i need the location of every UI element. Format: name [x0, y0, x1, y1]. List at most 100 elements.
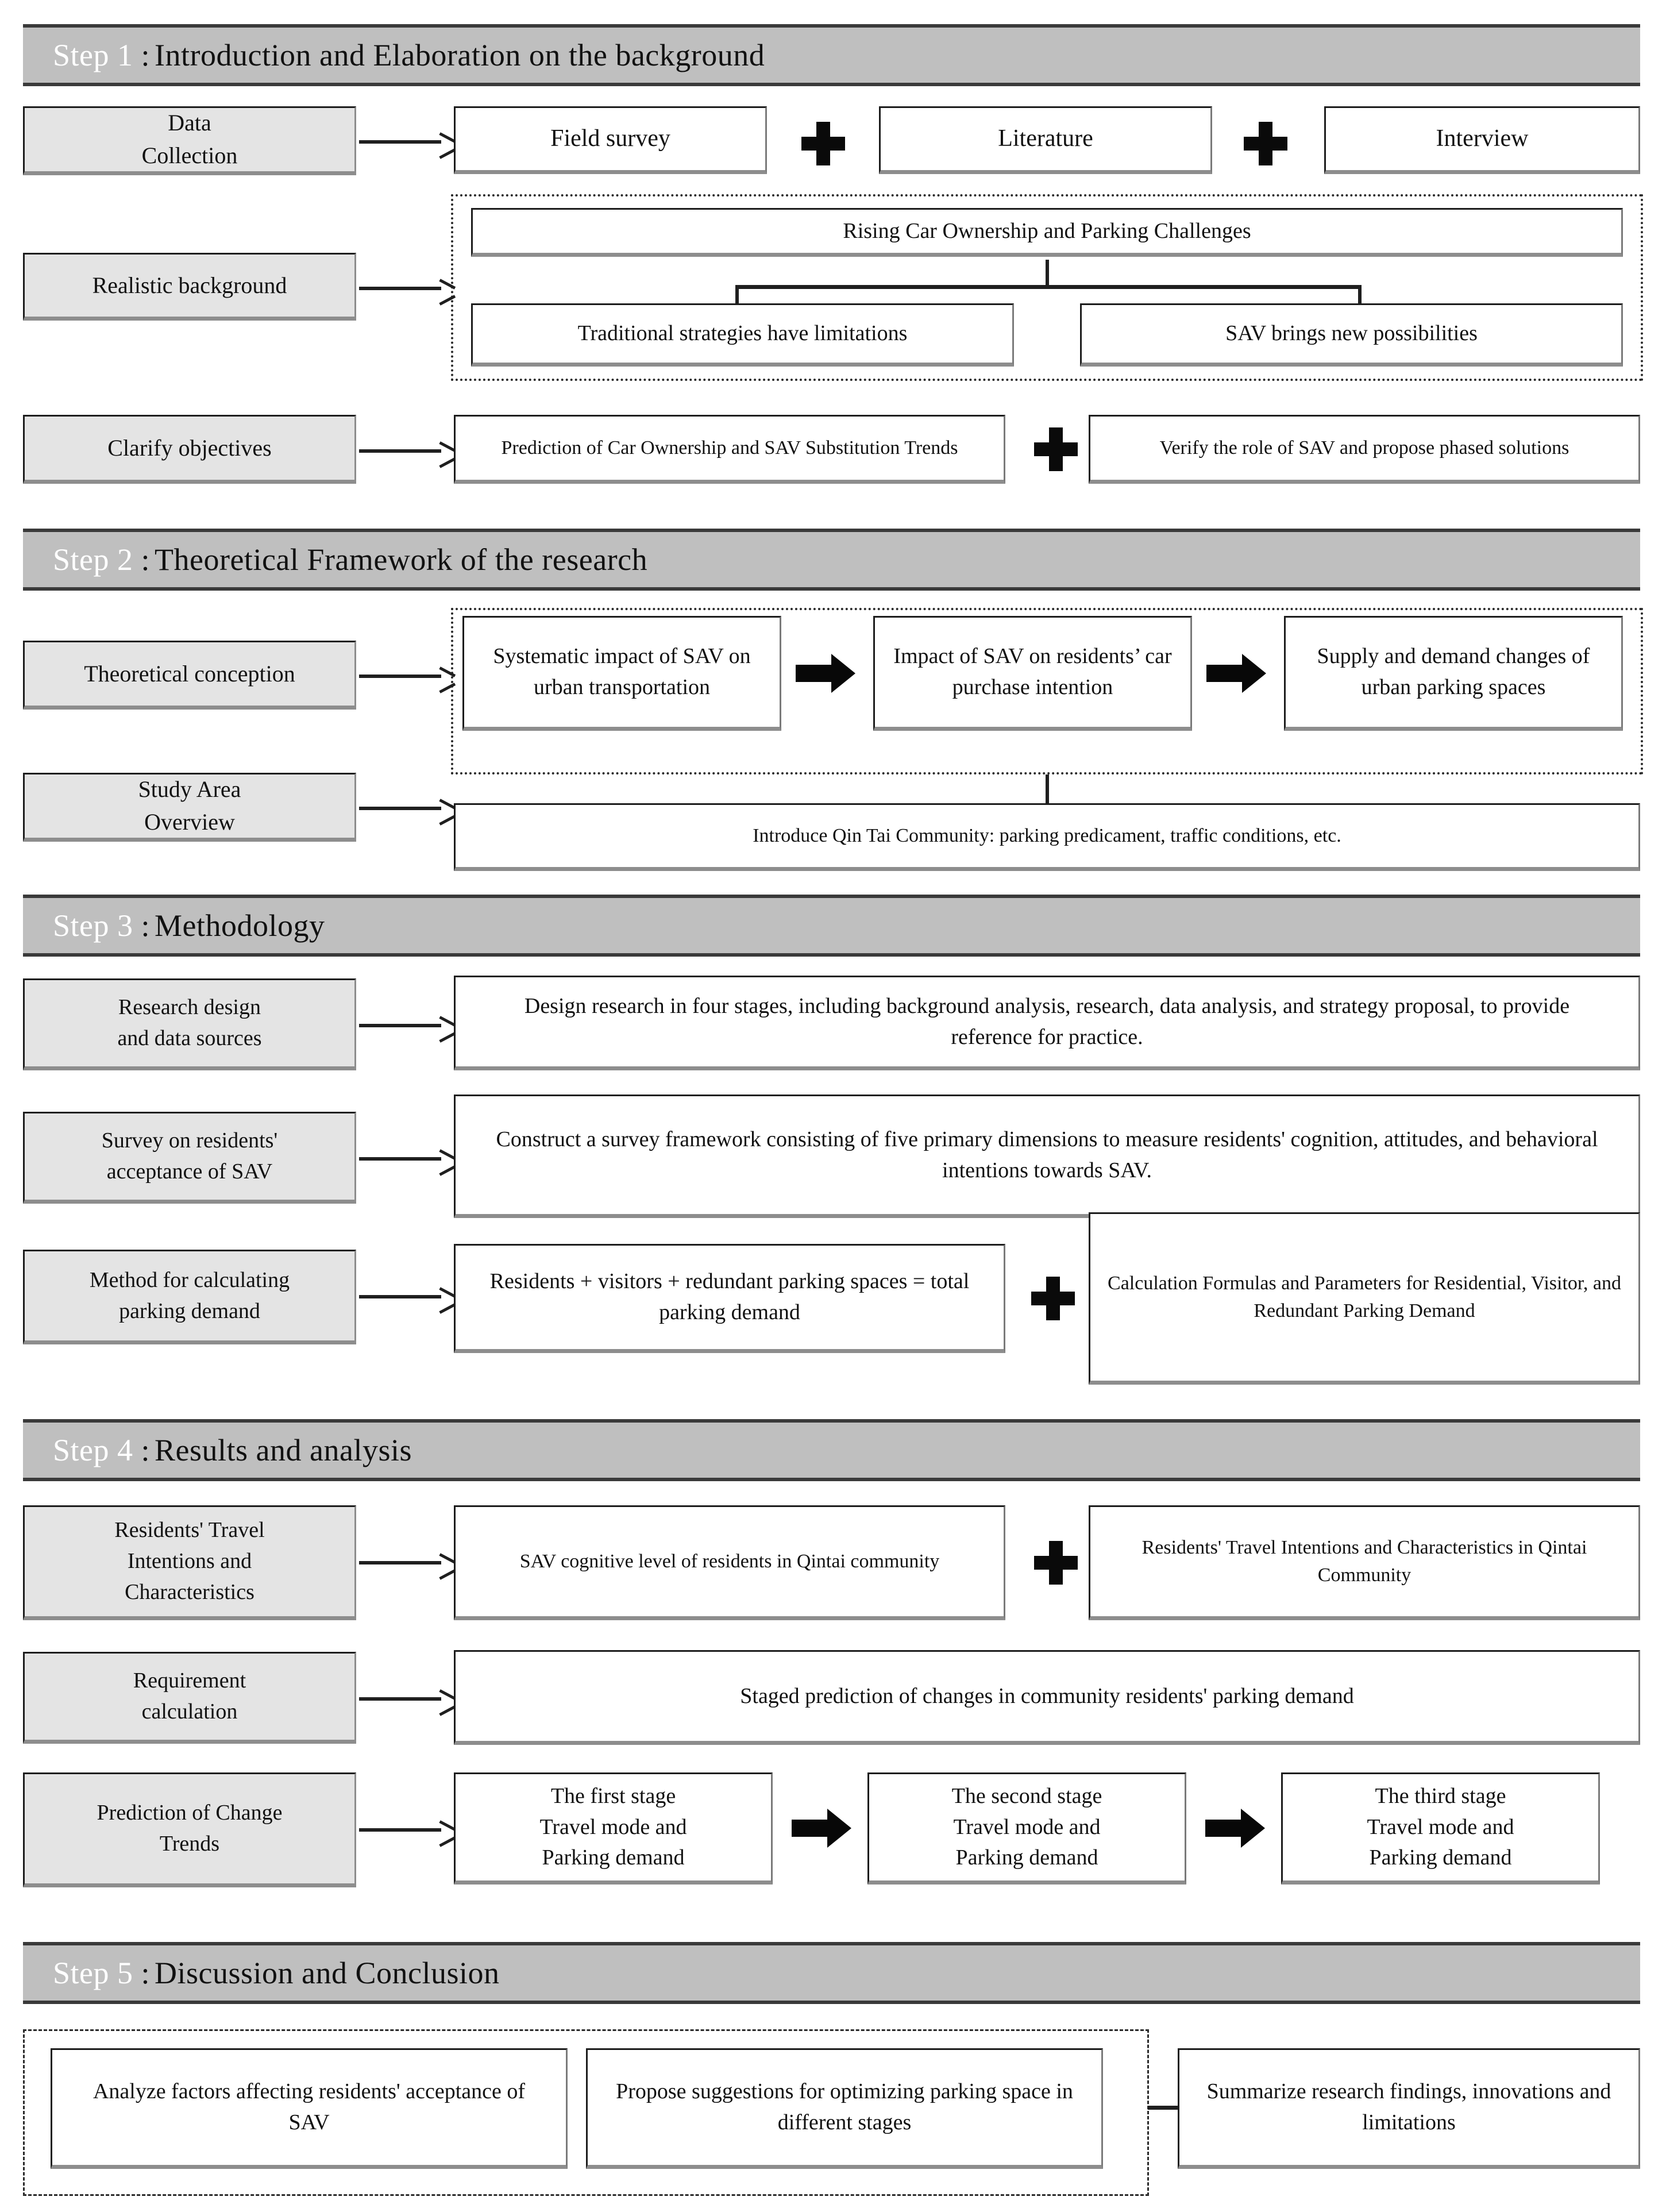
step-1-header: Step 1 : Introduction and Elaboration on… — [23, 24, 1640, 86]
box-stage-2-line1: The second stage — [951, 1783, 1102, 1808]
box-prediction-trends: Prediction of Car Ownership and SAV Subs… — [454, 415, 1005, 484]
box-staged-prediction: Staged prediction of changes in communit… — [454, 1650, 1640, 1745]
step-3-title: Methodology — [155, 908, 325, 943]
box-stage-3-line3: Parking demand — [1369, 1845, 1512, 1870]
step-2-header: Step 2 : Theoretical Framework of the re… — [23, 529, 1640, 591]
box-design-four-stages-text: Design research in four stages, includin… — [524, 993, 1570, 1049]
label-clarify-objectives-text: Clarify objectives — [107, 434, 272, 461]
step-3-header: Step 3 : Methodology — [23, 895, 1640, 957]
connector-rb-cross — [735, 285, 1362, 289]
step-4-separator: : — [141, 1433, 151, 1467]
bold-arrow-icon-1 — [796, 654, 855, 693]
box-analyze-factors: Analyze factors affecting residents' acc… — [51, 2048, 568, 2169]
box-stage-2-line2: Travel mode and — [953, 1814, 1101, 1839]
arrow-data-collection — [359, 133, 454, 151]
label-research-design: Research design and data sources — [23, 978, 356, 1070]
step-4-title: Results and analysis — [155, 1433, 412, 1467]
box-travel-intentions-qintai: Residents' Travel Intentions and Charact… — [1089, 1505, 1640, 1620]
connector-step5-link — [1148, 2106, 1182, 2110]
box-field-survey-text: Field survey — [550, 125, 670, 152]
box-stage-3-line1: The third stage — [1375, 1783, 1506, 1808]
box-total-parking-demand-text: Residents + visitors + redundant parking… — [489, 1269, 970, 1324]
box-survey-framework: Construct a survey framework consisting … — [454, 1095, 1640, 1218]
box-sav-cognitive-level-text: SAV cognitive level of residents in Qint… — [519, 1550, 940, 1572]
arrow-clarify-objectives — [359, 442, 454, 460]
box-qin-tai-community-text: Introduce Qin Tai Community: parking pre… — [753, 824, 1341, 846]
box-sav-possibilities-text: SAV brings new possibilities — [1225, 321, 1478, 346]
label-residents-travel-intentions: Residents' Travel Intentions and Charact… — [23, 1505, 356, 1620]
arrow-survey-acceptance — [359, 1150, 454, 1167]
box-verify-role-sav-text: Verify the role of SAV and propose phase… — [1159, 437, 1569, 458]
step-5-header: Step 5 : Discussion and Conclusion — [23, 1942, 1640, 2004]
label-data-collection-line1: Data — [168, 110, 211, 136]
box-systematic-impact: Systematic impact of SAV on urban transp… — [462, 616, 781, 731]
arrow-realistic-background — [359, 280, 454, 297]
plus-icon-5 — [1034, 1541, 1078, 1585]
box-sav-possibilities: SAV brings new possibilities — [1080, 303, 1623, 367]
box-sav-cognitive-level: SAV cognitive level of residents in Qint… — [454, 1505, 1005, 1620]
step-5-separator: : — [141, 1956, 151, 1990]
step-2-title: Theoretical Framework of the research — [155, 542, 648, 577]
arrow-prediction-change-trends — [359, 1821, 454, 1839]
group-discussion-conclusion — [23, 2029, 1149, 2196]
connector-rb-left — [735, 285, 739, 306]
box-travel-intentions-qintai-text: Residents' Travel Intentions and Charact… — [1141, 1536, 1587, 1586]
label-residents-travel-line2: Intentions and — [127, 1549, 252, 1574]
connector-step2-stem — [1046, 774, 1049, 806]
box-literature: Literature — [879, 106, 1212, 174]
label-method-parking-demand: Method for calculating parking demand — [23, 1250, 356, 1344]
bold-arrow-icon-4 — [1205, 1809, 1265, 1848]
step-1-separator: : — [141, 38, 151, 72]
label-prediction-change-trends: Prediction of Change Trends — [23, 1772, 356, 1887]
box-staged-prediction-text: Staged prediction of changes in communit… — [740, 1683, 1354, 1708]
box-stage-1-line3: Parking demand — [542, 1845, 685, 1870]
box-prediction-trends-text: Prediction of Car Ownership and SAV Subs… — [501, 437, 958, 458]
step-5-title: Discussion and Conclusion — [155, 1956, 500, 1990]
box-summarize-findings: Summarize research findings, innovations… — [1178, 2048, 1640, 2169]
label-method-parking-line2: parking demand — [119, 1298, 260, 1323]
arrow-research-design — [359, 1017, 454, 1034]
box-calculation-formulas: Calculation Formulas and Parameters for … — [1089, 1212, 1640, 1385]
box-design-four-stages: Design research in four stages, includin… — [454, 976, 1640, 1070]
label-theoretical-conception-text: Theoretical conception — [84, 660, 295, 687]
box-qin-tai-community: Introduce Qin Tai Community: parking pre… — [454, 803, 1640, 871]
label-data-collection-line2: Collection — [141, 142, 238, 168]
box-stage-2: The second stage Travel mode and Parking… — [867, 1772, 1186, 1885]
step-1-number: Step 1 — [53, 38, 133, 72]
label-requirement-calculation: Requirement calculation — [23, 1652, 356, 1744]
box-interview-text: Interview — [1436, 125, 1529, 152]
plus-icon-4 — [1031, 1277, 1075, 1320]
box-impact-purchase-intention: Impact of SAV on residents’ car purchase… — [873, 616, 1192, 731]
label-clarify-objectives: Clarify objectives — [23, 415, 356, 484]
label-study-area-line1: Study Area — [138, 776, 241, 803]
label-research-design-line1: Research design — [118, 995, 261, 1020]
box-interview: Interview — [1324, 106, 1640, 174]
step-2-number: Step 2 — [53, 542, 133, 577]
connector-rb-stem — [1046, 260, 1049, 287]
box-stage-1: The first stage Travel mode and Parking … — [454, 1772, 773, 1885]
box-supply-demand-changes: Supply and demand changes of urban parki… — [1284, 616, 1623, 731]
bold-arrow-icon-2 — [1206, 654, 1266, 693]
arrow-requirement-calculation — [359, 1690, 454, 1708]
box-summarize-findings-text: Summarize research findings, innovations… — [1206, 2079, 1611, 2134]
label-requirement-calc-line1: Requirement — [133, 1668, 246, 1693]
label-prediction-trends-line1: Prediction of Change — [97, 1801, 283, 1825]
step-2-separator: : — [141, 542, 151, 577]
box-field-survey: Field survey — [454, 106, 767, 174]
box-literature-text: Literature — [998, 125, 1093, 152]
label-realistic-background: Realistic background — [23, 253, 356, 321]
label-study-area-overview: Study Area Overview — [23, 773, 356, 842]
box-propose-suggestions: Propose suggestions for optimizing parki… — [586, 2048, 1103, 2169]
box-stage-3-line2: Travel mode and — [1367, 1814, 1514, 1839]
box-verify-role-sav: Verify the role of SAV and propose phase… — [1089, 415, 1640, 484]
plus-icon-2 — [1244, 122, 1287, 165]
box-stage-3: The third stage Travel mode and Parking … — [1281, 1772, 1600, 1885]
label-study-area-line2: Overview — [144, 809, 235, 835]
step-1-title: Introduction and Elaboration on the back… — [155, 38, 765, 72]
box-traditional-strategies-text: Traditional strategies have limitations — [577, 321, 908, 346]
box-stage-2-line3: Parking demand — [955, 1845, 1098, 1870]
box-supply-demand-changes-text: Supply and demand changes of urban parki… — [1317, 644, 1590, 699]
arrow-theoretical-conception — [359, 668, 454, 685]
arrow-study-area — [359, 800, 454, 817]
label-theoretical-conception: Theoretical conception — [23, 641, 356, 710]
